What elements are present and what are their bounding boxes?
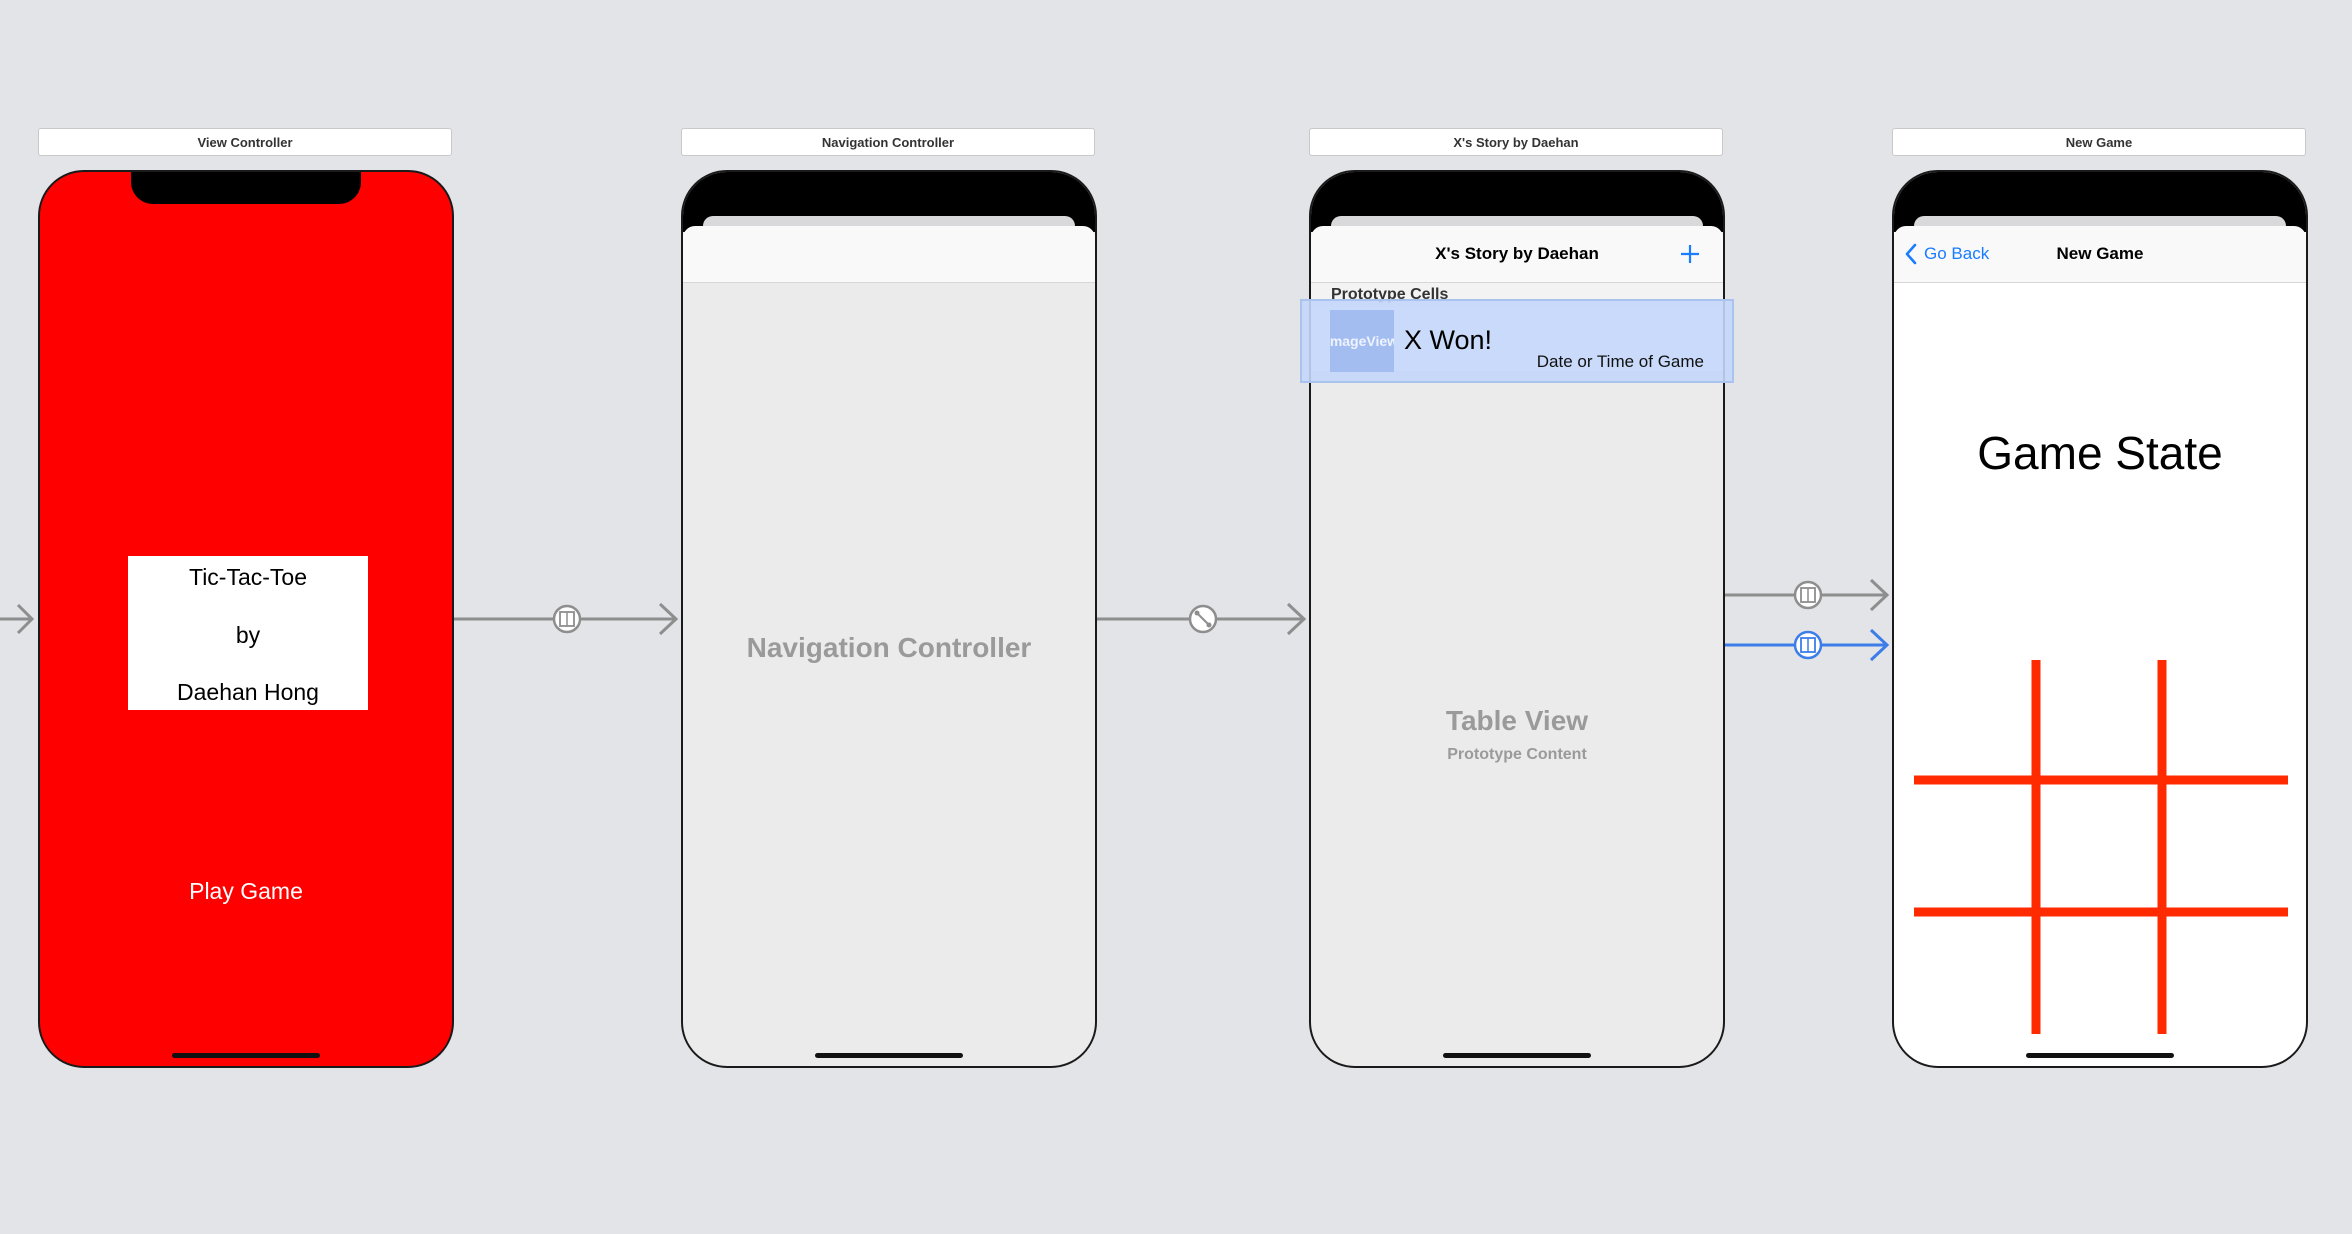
cell-image-placeholder: ImageView bbox=[1330, 333, 1394, 349]
scene-label-navigation-controller[interactable]: Navigation Controller bbox=[681, 128, 1095, 156]
scene-label-new-game[interactable]: New Game bbox=[1892, 128, 2306, 156]
cell-title: X Won! bbox=[1404, 325, 1493, 355]
segue-view-to-navigation[interactable] bbox=[454, 602, 679, 636]
game-state-label: Game State bbox=[1977, 427, 2223, 479]
section-header-label: Prototype Cells bbox=[1331, 286, 1449, 303]
cell-image-view[interactable]: ImageView bbox=[1330, 310, 1394, 372]
scene-label-view-controller[interactable]: View Controller bbox=[38, 128, 452, 156]
segue-selected-show[interactable] bbox=[1725, 628, 1890, 662]
go-back-label: Go Back bbox=[1924, 244, 1990, 263]
cell-subtitle: Date or Time of Game bbox=[1536, 352, 1704, 371]
navigation-controller-placeholder: Navigation Controller bbox=[746, 632, 1032, 663]
nav-title: New Game bbox=[2056, 244, 2144, 263]
plus-icon[interactable] bbox=[1679, 243, 1701, 265]
entry-point-arrow[interactable] bbox=[0, 603, 35, 635]
home-indicator bbox=[2026, 1053, 2174, 1058]
segue-navigation-root[interactable] bbox=[1097, 602, 1307, 636]
table-view-placeholder-sub: Prototype Content bbox=[1447, 746, 1587, 763]
nav-title: X's Story by Daehan bbox=[1435, 244, 1599, 263]
navigation-bar[interactable]: X's Story by Daehan bbox=[1311, 226, 1723, 283]
view-controller-scene[interactable]: Tic-Tac-Toe by Daehan Hong Play Game bbox=[38, 170, 454, 1068]
tic-tac-toe-grid[interactable] bbox=[1894, 172, 2306, 1066]
story-table-scene[interactable]: X's Story by Daehan Prototype Cells Tabl… bbox=[1309, 170, 1725, 1068]
title-line-1: Tic-Tac-Toe bbox=[189, 564, 307, 590]
go-back-button[interactable]: Go Back bbox=[1904, 226, 1989, 282]
prototype-cell[interactable]: ImageView X Won! Date or Time of Game bbox=[1300, 299, 1734, 383]
device-notch bbox=[131, 172, 361, 204]
home-indicator bbox=[1443, 1053, 1591, 1058]
title-label[interactable]: Tic-Tac-Toe by Daehan Hong bbox=[128, 556, 368, 710]
title-line-3: Daehan Hong bbox=[177, 679, 319, 705]
navigation-bar[interactable] bbox=[683, 226, 1095, 283]
navigation-bar[interactable]: Go Back New Game bbox=[1894, 226, 2306, 283]
scene-label-story[interactable]: X's Story by Daehan bbox=[1309, 128, 1723, 156]
title-line-2: by bbox=[235, 621, 261, 648]
segue-story-to-new-game[interactable] bbox=[1725, 578, 1890, 612]
home-indicator bbox=[815, 1053, 963, 1058]
play-game-button[interactable]: Play Game bbox=[189, 878, 303, 904]
table-view-placeholder: Table View bbox=[1445, 705, 1589, 736]
chevron-left-icon bbox=[1905, 243, 1917, 265]
new-game-scene[interactable]: Go Back New Game Game State bbox=[1892, 170, 2308, 1068]
home-indicator bbox=[172, 1053, 320, 1058]
navigation-controller-scene[interactable]: Navigation Controller bbox=[681, 170, 1097, 1068]
